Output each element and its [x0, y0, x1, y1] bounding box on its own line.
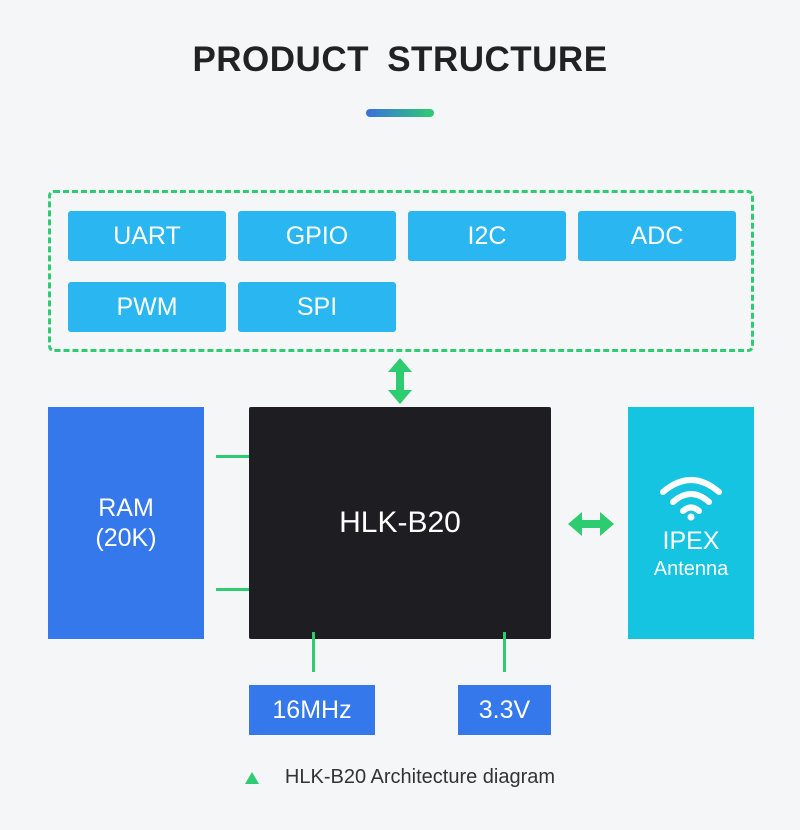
power-connector	[503, 632, 506, 672]
caption-text: HLK-B20 Architecture diagram	[284, 766, 556, 788]
page-title: PRODUCT STRUCTURE	[192, 40, 608, 79]
interface-uart: UART	[68, 211, 226, 261]
interface-gpio: GPIO	[238, 211, 396, 261]
ram-label: RAM	[98, 494, 154, 522]
power-block: 3.3V	[458, 685, 551, 735]
wifi-icon	[660, 475, 722, 521]
triangle-icon	[244, 771, 259, 784]
interface-group	[48, 190, 754, 352]
caption: HLK-B20 Architecture diagram	[0, 766, 800, 789]
title-underline	[366, 109, 434, 117]
clock-block: 16MHz	[249, 685, 375, 735]
ram-connector-top	[216, 455, 256, 458]
chip-block: HLK-B20	[249, 407, 551, 639]
interface-spi: SPI	[238, 282, 396, 332]
antenna-block: IPEX Antenna	[628, 407, 754, 639]
vertical-double-arrow-icon	[388, 358, 412, 404]
clock-connector	[312, 632, 315, 672]
ram-size: (20K)	[95, 524, 157, 552]
ram-connector-bottom	[216, 588, 256, 591]
antenna-label: Antenna	[653, 558, 729, 580]
interface-adc: ADC	[578, 211, 736, 261]
horizontal-double-arrow-icon	[568, 512, 614, 536]
chip-label: HLK-B20	[339, 506, 461, 539]
ram-block: RAM (20K)	[48, 407, 204, 639]
interface-i2c: I2C	[408, 211, 566, 261]
interface-pwm: PWM	[68, 282, 226, 332]
antenna-type: IPEX	[662, 527, 720, 555]
